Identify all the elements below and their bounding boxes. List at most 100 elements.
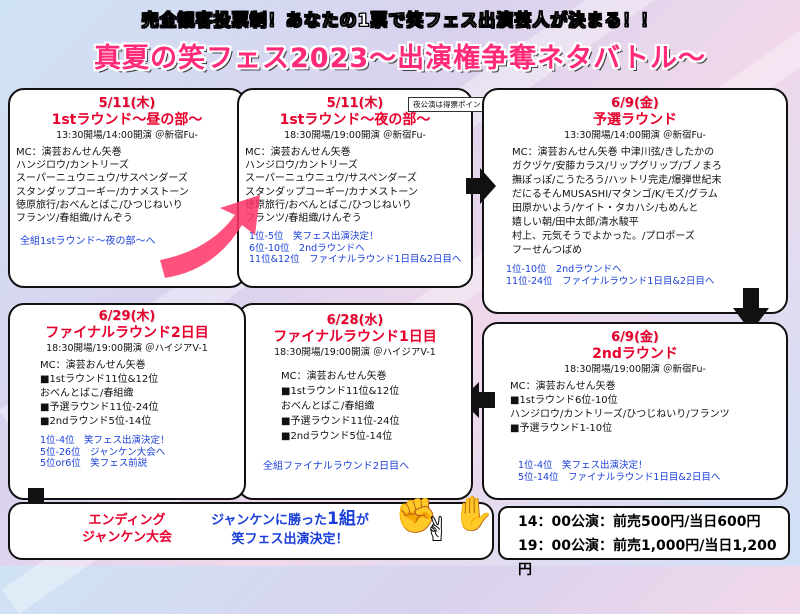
lineup-line: ■1stラウンド6位-10位 [510,395,618,406]
lineup-line: MC：演芸おんせん矢巻 [245,147,351,158]
time-venue: 18:30開場/19:00開演 ＠ハイジアV-1 [46,343,208,354]
lineup-line: 徳原旅行/おべんとばこ/ひつじねいり [16,199,183,211]
time-venue: 13:30開場/14:00開演 ＠新宿Fu- [56,130,198,141]
results: 1位-4位 笑フェス出演決定！ 5位-26位 ジャンケン大会へ 5位or6位 笑… [40,435,244,470]
round-title: 予選ラウンド [593,112,677,128]
date-label: 5/11(木) [98,96,156,111]
round-title: 2ndラウンド [592,346,678,362]
lineup-line: 徳原旅行/おべんとばこ/ひつじねいり [245,199,412,211]
lineup-line: フランツ/春組織/けんぞう [16,213,133,225]
final-day1-card: 6/28(水) ファイナルラウンド1日目 18:30開場/19:00開演 ＠ハイ… [237,303,473,500]
lineup-line: 撫ぽっぽ/こうたろう/ハットリ完走/爆弾世紀末 [512,175,722,186]
advance-note: 全組ファイナルラウンド2日目へ [263,461,410,472]
lineup-line: だにるそんMUSASHI/マタンゴ/K/モズ/グラム [512,189,718,200]
second-round-card: 6/9(金) 2ndラウンド 18:30開場/19:00開演 ＠新宿Fu- MC… [482,322,788,500]
arrow-right-icon [466,168,496,204]
result-line: 1位-4位 笑フェス出演決定！ [518,460,648,471]
message-highlight: 1組 [327,509,356,529]
ending-title: エンディング ジャンケン大会 [68,512,186,546]
lineup-line: 村上、元気そうでよかった。/プロポーズ [512,231,695,242]
date-label: 6/29(木) [98,309,156,324]
final-day2-card: 6/29(木) ファイナルラウンド2日目 18:30開場/19:00開演 ＠ハイ… [8,303,246,500]
arrow-left-icon [461,382,495,418]
time-venue: 13:30開場/14:00開演 ＠新宿Fu- [564,130,706,141]
price-line: 14：00公演：前売500円/当日600円 [518,514,761,530]
lineup-line: ■1stラウンド11位&12位 [281,386,400,397]
result-line: 5位-14位 ファイナルラウンド1日目&2日目へ [518,471,721,483]
lineup-line: ■2ndラウンド5位-14位 [40,416,152,427]
lineup-line: ハンジロウ/カントリーズ [245,160,358,172]
lineup-line: MC：演芸おんせん矢巻 [40,360,146,371]
pink-arrow-icon [160,195,260,278]
lineup: MC：演芸おんせん矢巻 ■1stラウンド11位&12位 おべんとばこ/春組織 ■… [40,359,244,429]
round-title: 1stラウンド〜昼の部〜 [51,112,203,128]
round-title: ファイナルラウンド1日目 [273,329,437,345]
result-line: 1位-4位 笑フェス出演決定！ [40,435,170,446]
round-title: ファイナルラウンド2日目 [45,325,209,341]
lineup-line: スーパーニュウニュウ/サスペンダーズ [16,173,188,185]
main-title: 真夏の笑フェス2023〜出演権争奪ネタバトル〜 [94,43,706,74]
time-venue: 18:30開場/19:00開演 ＠新宿Fu- [564,364,706,375]
rock-hand-icon: ✊ [395,496,438,536]
result-line: 6位-10位 2ndラウンドへ [249,242,365,254]
lineup-line: スタンダップコーギー/カナメストーン [245,186,418,198]
message-text: ジャンケンに勝った [211,513,328,528]
price-card: 14：00公演：前売500円/当日600円 19：00公演：前売1,000円/当… [498,506,790,578]
lineup-line: ■予選ラウンド11位-24位 [281,416,400,427]
lineup-line: 田原かいよう/ケイト・タカハシ/もめんと [512,203,699,214]
ending-title-line: エンディング [88,513,166,528]
qualifier-card: 6/9(金) 予選ラウンド 13:30開場/14:00開演 ＠新宿Fu- MC：… [482,88,788,314]
lineup-line: ガクヅケ/安藤カラス/リップグリップ/ブノまろ [512,161,722,172]
result-line: 1位-10位 2ndラウンドへ [506,264,622,275]
results: 1位-4位 笑フェス出演決定！ 5位-14位 ファイナルラウンド1日目&2日目へ [518,460,786,483]
lineup: MC：演芸おんせん矢巻 ■1stラウンド6位-10位 ハンジロウ/カントリーズ/… [510,380,786,436]
date-label: 6/9(金) [611,330,659,345]
round1-day-card: 5/11(木) 1stラウンド〜昼の部〜 13:30開場/14:00開演 ＠新宿… [8,88,246,288]
lineup-line: スタンダップコーギー/カナメストーン [16,186,189,198]
lineup-line: MC：演芸おんせん矢巻 [16,147,122,158]
lineup-line: MC：演芸おんせん矢巻 中津川弦/きしたかの [512,147,715,158]
lineup-line: ■予選ラウンド1-10位 [510,423,613,434]
date-label: 6/9(金) [611,96,659,111]
lineup-line: スーパーニュウニュウ/サスペンダーズ [245,173,417,185]
round1-night-card: 5/11(木) 1stラウンド〜夜の部〜 18:30開場/19:00開演 ＠新宿… [237,88,473,288]
arrow-down-icon [733,288,769,332]
ending-card: エンディング ジャンケン大会 ジャンケンに勝った1組が 笑フェス出演決定！ [8,502,494,560]
ending-message: ジャンケンに勝った1組が 笑フェス出演決定！ [195,510,385,549]
lineup: MC：演芸おんせん矢巻 ハンジロウ/カントリーズ スーパーニュウニュウ/サスペン… [16,146,244,225]
time-venue: 18:30開場/19:00開演 ＠新宿Fu- [284,130,426,141]
date-label: 5/11(木) [326,96,384,111]
result-line: 11位&12位 ファイナルラウンド1日目&2日目へ [249,254,462,266]
lineup-line: MC：演芸おんせん矢巻 [510,381,616,392]
paper-hand-icon: ✋ [452,494,495,534]
lineup-line: ■1stラウンド11位&12位 [40,374,159,385]
lineup: MC：演芸おんせん矢巻 ハンジロウ/カントリーズ スーパーニュウニュウ/サスペン… [245,146,471,225]
round-title: 1stラウンド〜夜の部〜 [279,112,431,128]
time-venue: 18:30開場/19:00開演 ＠ハイジアV-1 [274,347,436,358]
price-line: 19：00公演：前売1,000円/当日1,200円 [518,538,777,578]
result-line: 1位-5位 笑フェス出演決定！ [249,231,379,243]
results: 1位-5位 笑フェス出演決定！ 6位-10位 2ndラウンドへ 11位&12位 … [249,231,471,266]
headline: 完全観客投票制！あなたの1票で笑フェス出演芸人が決まる！！ [141,11,659,32]
message-text: が [355,513,369,528]
lineup-line: ■予選ラウンド11位-24位 [40,402,159,413]
lineup: MC：演芸おんせん矢巻 ■1stラウンド11位&12位 おべんとばこ/春組織 ■… [281,369,471,444]
lineup-line: MC：演芸おんせん矢巻 [281,371,387,382]
lineup: MC：演芸おんせん矢巻 中津川弦/きしたかの ガクヅケ/安藤カラス/リップグリッ… [512,146,786,258]
lineup-line: フーせんつばめ [512,245,582,256]
lineup-line: ハンジロウ/カントリーズ [16,160,129,172]
ending-title-line: ジャンケン大会 [82,530,172,545]
ending-message-line2: 笑フェス出演決定！ [231,532,349,547]
lineup-line: おべんとばこ/春組織 [40,388,134,399]
scissors-hand-icon: ✌ [423,510,452,550]
results: 1位-10位 2ndラウンドへ 11位-24位 ファイナルラウンド1日目&2日目… [506,264,786,287]
lineup-line: 嬉しい朝/田中太郎/清水駿平 [512,217,639,228]
result-line: 5位or6位 笑フェス前説 [40,458,148,469]
night-bonus-badge: 夜公演は得票ポイント2倍 [408,97,506,112]
date-label: 6/28(水) [326,313,384,328]
advance-note: 全組1stラウンド〜夜の部〜へ [20,236,156,248]
lineup-line: フランツ/春組織/けんぞう [245,213,362,225]
result-line: 11位-24位 ファイナルラウンド1日目&2日目へ [506,275,715,287]
ending-message-line1: ジャンケンに勝った1組が [195,510,385,530]
lineup-line: ハンジロウ/カントリーズ/ひつじねいり/フランツ [510,409,730,420]
